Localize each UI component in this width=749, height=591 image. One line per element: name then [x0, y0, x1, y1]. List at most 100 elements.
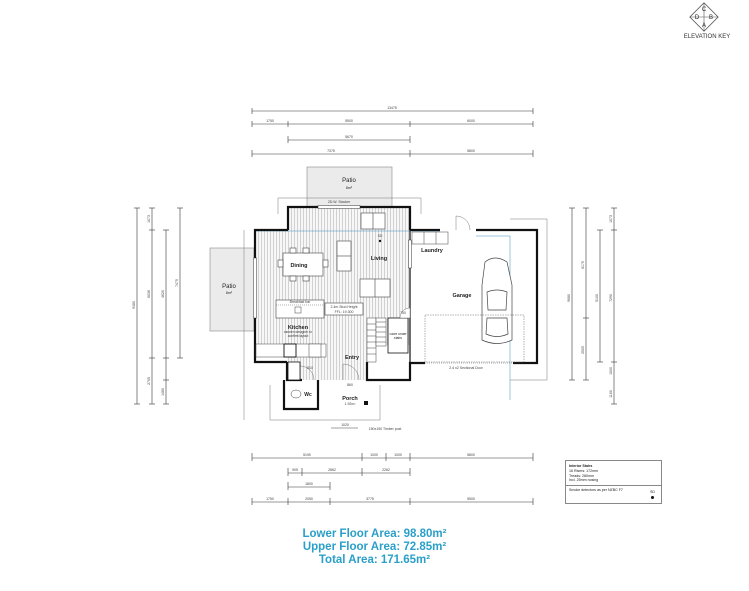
dim-top-r4-a: 7375 — [327, 149, 335, 153]
top-dimension-lines — [251, 108, 534, 157]
door-swing-icon — [399, 307, 411, 319]
cupboard — [287, 361, 301, 381]
left-dimension-lines — [134, 207, 183, 405]
legend-smoke-note: Smoke detectors as per NZBC F7 — [569, 487, 623, 492]
elevation-letter-b: B — [709, 15, 713, 21]
stairs — [366, 317, 409, 363]
dim-left-d: 4620 — [161, 290, 165, 298]
dim-bot-r1-c: 1000 — [394, 453, 402, 457]
dim-bot-r1-a: 5190 — [303, 453, 311, 457]
patio-top-label: Patio — [342, 178, 356, 184]
patio-left-area: 8m² — [226, 291, 233, 295]
dim-right-b: 2505 — [581, 346, 585, 354]
kitchen-label: Kitchen — [288, 325, 309, 331]
right-dimension-lines — [569, 207, 617, 405]
door-860-label: 860 — [347, 383, 353, 387]
wc-door-swing-icon — [299, 365, 315, 381]
elevation-letter-c: C — [702, 7, 707, 13]
garage-door-label: 2.4 x2 Sectional Door — [449, 366, 483, 370]
store-under-stairs-label: Store under stairs — [389, 333, 406, 339]
dim-top-r2-b: 5500 — [345, 119, 353, 123]
patio-top-area: 8m² — [346, 186, 353, 190]
garage-door-zone — [424, 314, 525, 363]
dim-bot-r1-d: 5800 — [467, 453, 475, 457]
elevation-letter-d: D — [695, 15, 700, 21]
laundry-label: Laundry — [421, 248, 444, 254]
legend-line-nosing: Incl. 25mm nosing — [569, 478, 599, 482]
legend-title: Interior Stairs — [569, 464, 593, 468]
legend-line-risers: 16 Risers: 172mm — [569, 469, 599, 473]
dining-label: Dining — [290, 263, 307, 269]
dim-bot-r1-b: 1000 — [370, 453, 378, 457]
dim-bot-r4-d: 5500 — [467, 497, 475, 501]
dim-top-r4-b: 5800 — [467, 149, 475, 153]
dim-left-e: 7475 — [175, 279, 179, 287]
legend-line-treads: Treads: 280mm — [569, 473, 595, 478]
dim-bot-r4-b: 2050 — [305, 497, 313, 501]
legend-sd-text: SD — [650, 490, 655, 494]
elevation-key-icon: C D B A — [689, 2, 719, 32]
dim-left-b: 6036 — [147, 290, 151, 298]
patio-left-label: Patio — [222, 284, 236, 290]
dim-left-c: 2705 — [147, 377, 151, 385]
total-area: Total Area: 171.65m² — [318, 554, 431, 566]
dim-right-f: 1000 — [609, 367, 613, 375]
dim-right-a: 6175 — [581, 261, 585, 269]
sink-icon — [294, 306, 302, 314]
breakfast-bar-label: Breakfast bar — [290, 300, 312, 304]
timber-post-icon — [364, 401, 368, 405]
dim-bot-r2-b: 2862 — [328, 468, 336, 472]
dim-left-overall: 9480 — [132, 301, 136, 309]
dining-table-icon — [277, 247, 329, 282]
exterior-walls — [253, 205, 539, 411]
porch-area: 1.92m² — [345, 402, 357, 406]
elevation-letter-a: A — [702, 23, 706, 29]
toilet-icon — [290, 389, 302, 399]
dim-bot-r3: 1800 — [305, 482, 313, 486]
dim-top-r2-a: 1750 — [266, 119, 274, 123]
dim-top-r3: 5670 — [345, 135, 353, 139]
elevation-key-label: ELEVATION KEY — [683, 34, 731, 40]
entry-label: Entry — [345, 355, 360, 361]
dim-bot-r2-c: 2262 — [382, 468, 390, 472]
lower-floor-area: Lower Floor Area: 98.80m² — [302, 528, 447, 540]
dim-right-overall: 9680 — [567, 294, 571, 302]
kitchen-note: kitchen designer to confirm layout — [284, 331, 312, 337]
door-810-label: 810 — [307, 366, 313, 370]
smoke-detector-icon — [378, 239, 382, 243]
timber-post-label: 150x150 Timber post — [369, 427, 402, 431]
car-icon — [481, 257, 513, 344]
wc-label: Wc — [304, 392, 312, 398]
dim-bot-r4-c: 3775 — [366, 497, 374, 501]
dim-left-f: 1480 — [161, 388, 165, 396]
smoke-detector-dot-icon — [651, 496, 654, 499]
patio-top — [306, 166, 393, 209]
upper-floor-area: Upper Floor Area: 72.85m² — [302, 541, 447, 553]
laundry-door-swing-icon — [455, 215, 471, 231]
stud-height-note — [324, 302, 364, 316]
stud-height-label: 2.4m Stud Height — [330, 305, 357, 309]
patio-left — [209, 247, 255, 332]
door-750-label: 750 — [400, 311, 406, 315]
stairs-legend: Interior Stairs 16 Risers: 172mm Treads:… — [565, 460, 662, 504]
stacker-label: 2D.W. Stacker — [328, 200, 351, 204]
dim-right-e: 7290 — [609, 294, 613, 302]
dim-left-a: 1073 — [147, 215, 151, 223]
living-label: Living — [371, 256, 387, 262]
eaves-outline — [243, 197, 548, 421]
dim-top-r2-c: 6000 — [467, 119, 475, 123]
hall-dim: 1020 — [341, 423, 349, 427]
dim-bot-r4-a: 1750 — [266, 497, 274, 501]
garage-label: Garage — [453, 293, 472, 299]
dim-top-overall: 13475 — [387, 106, 397, 110]
dim-right-d: 1073 — [609, 215, 613, 223]
dim-bot-r2-a: 905 — [292, 468, 298, 472]
ffl-label: FFL: 19.300 — [335, 310, 354, 314]
sofa-icon — [336, 212, 391, 298]
dim-right-c: 5100 — [595, 294, 599, 302]
kitchen-bench — [255, 343, 327, 358]
bottom-dimension-lines — [251, 453, 534, 505]
legend-smoke-symbol: SD — [650, 490, 655, 499]
dim-right-g: 1160 — [609, 390, 613, 398]
